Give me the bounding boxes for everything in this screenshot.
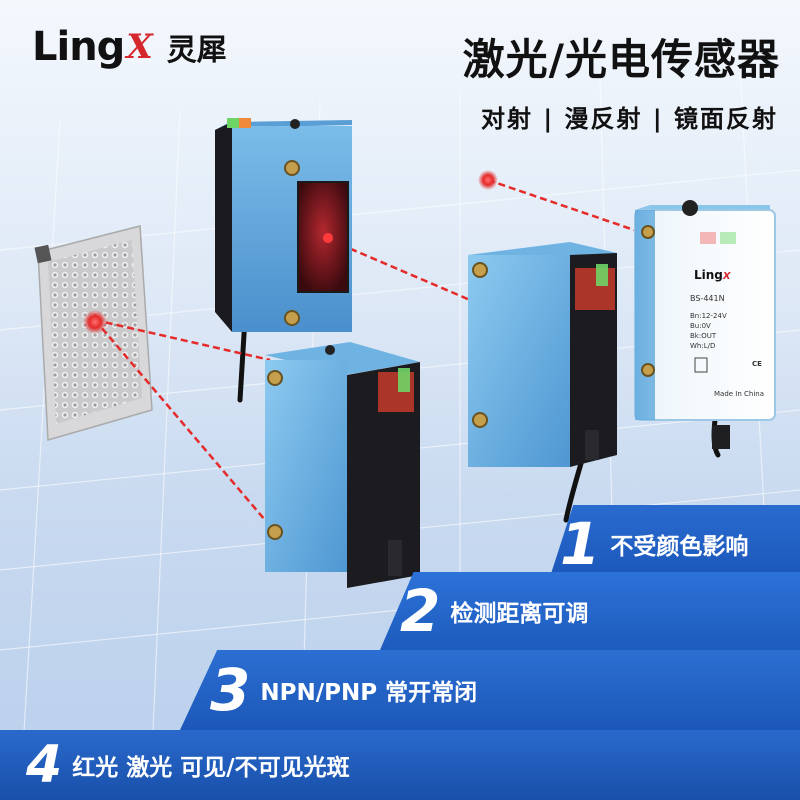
product-label-line: Bu:0V — [690, 322, 711, 330]
feature-band-4: 4 红光 激光 可见/不可见光斑 — [0, 730, 800, 800]
feature-text: 红光 激光 可见/不可见光斑 — [72, 755, 350, 781]
logo-word: Ling — [32, 24, 125, 70]
brand-name: 灵犀 — [166, 33, 227, 68]
sensor-lens-image — [215, 118, 352, 332]
ce-mark: CE — [752, 360, 762, 368]
product-label-model: BS-441N — [690, 294, 725, 303]
page-title: 激光/光电传感器 — [462, 35, 780, 84]
feature-band-2: 2 检测距离可调 — [380, 572, 800, 650]
feature-band-1: 1 不受颜色影响 — [548, 505, 800, 583]
product-label-line: Wh:L/D — [690, 342, 716, 350]
sensor-labeled-image — [634, 200, 776, 449]
feature-number: 4 — [26, 735, 63, 795]
feature-number: 2 — [400, 577, 441, 645]
feature-text: 不受颜色影响 — [610, 534, 749, 560]
product-label-line: Bk:OUT — [690, 332, 717, 340]
brand-logo: Ling X 灵犀 — [32, 22, 227, 72]
sensor-middle-image — [468, 242, 617, 467]
feature-text: NPN/PNP 常开常闭 — [260, 680, 478, 706]
sensor-front-image — [265, 342, 420, 588]
feature-text: 检测距离可调 — [450, 601, 589, 627]
made-in-label: Made In China — [714, 390, 765, 398]
feature-number: 3 — [210, 656, 251, 724]
feature-band-3: 3 NPN/PNP 常开常闭 — [180, 650, 800, 730]
product-label-line: Bn:12-24V — [690, 312, 727, 320]
page-subtitle: 对射 | 漫反射 | 镜面反射 — [481, 105, 778, 133]
laser-beams — [94, 178, 641, 521]
product-label-logo: LingX — [694, 268, 731, 282]
product-label-logo-mark: X — [722, 271, 731, 282]
logo-mark: X — [126, 27, 153, 67]
product-label-logo-word: Ling — [694, 268, 723, 282]
